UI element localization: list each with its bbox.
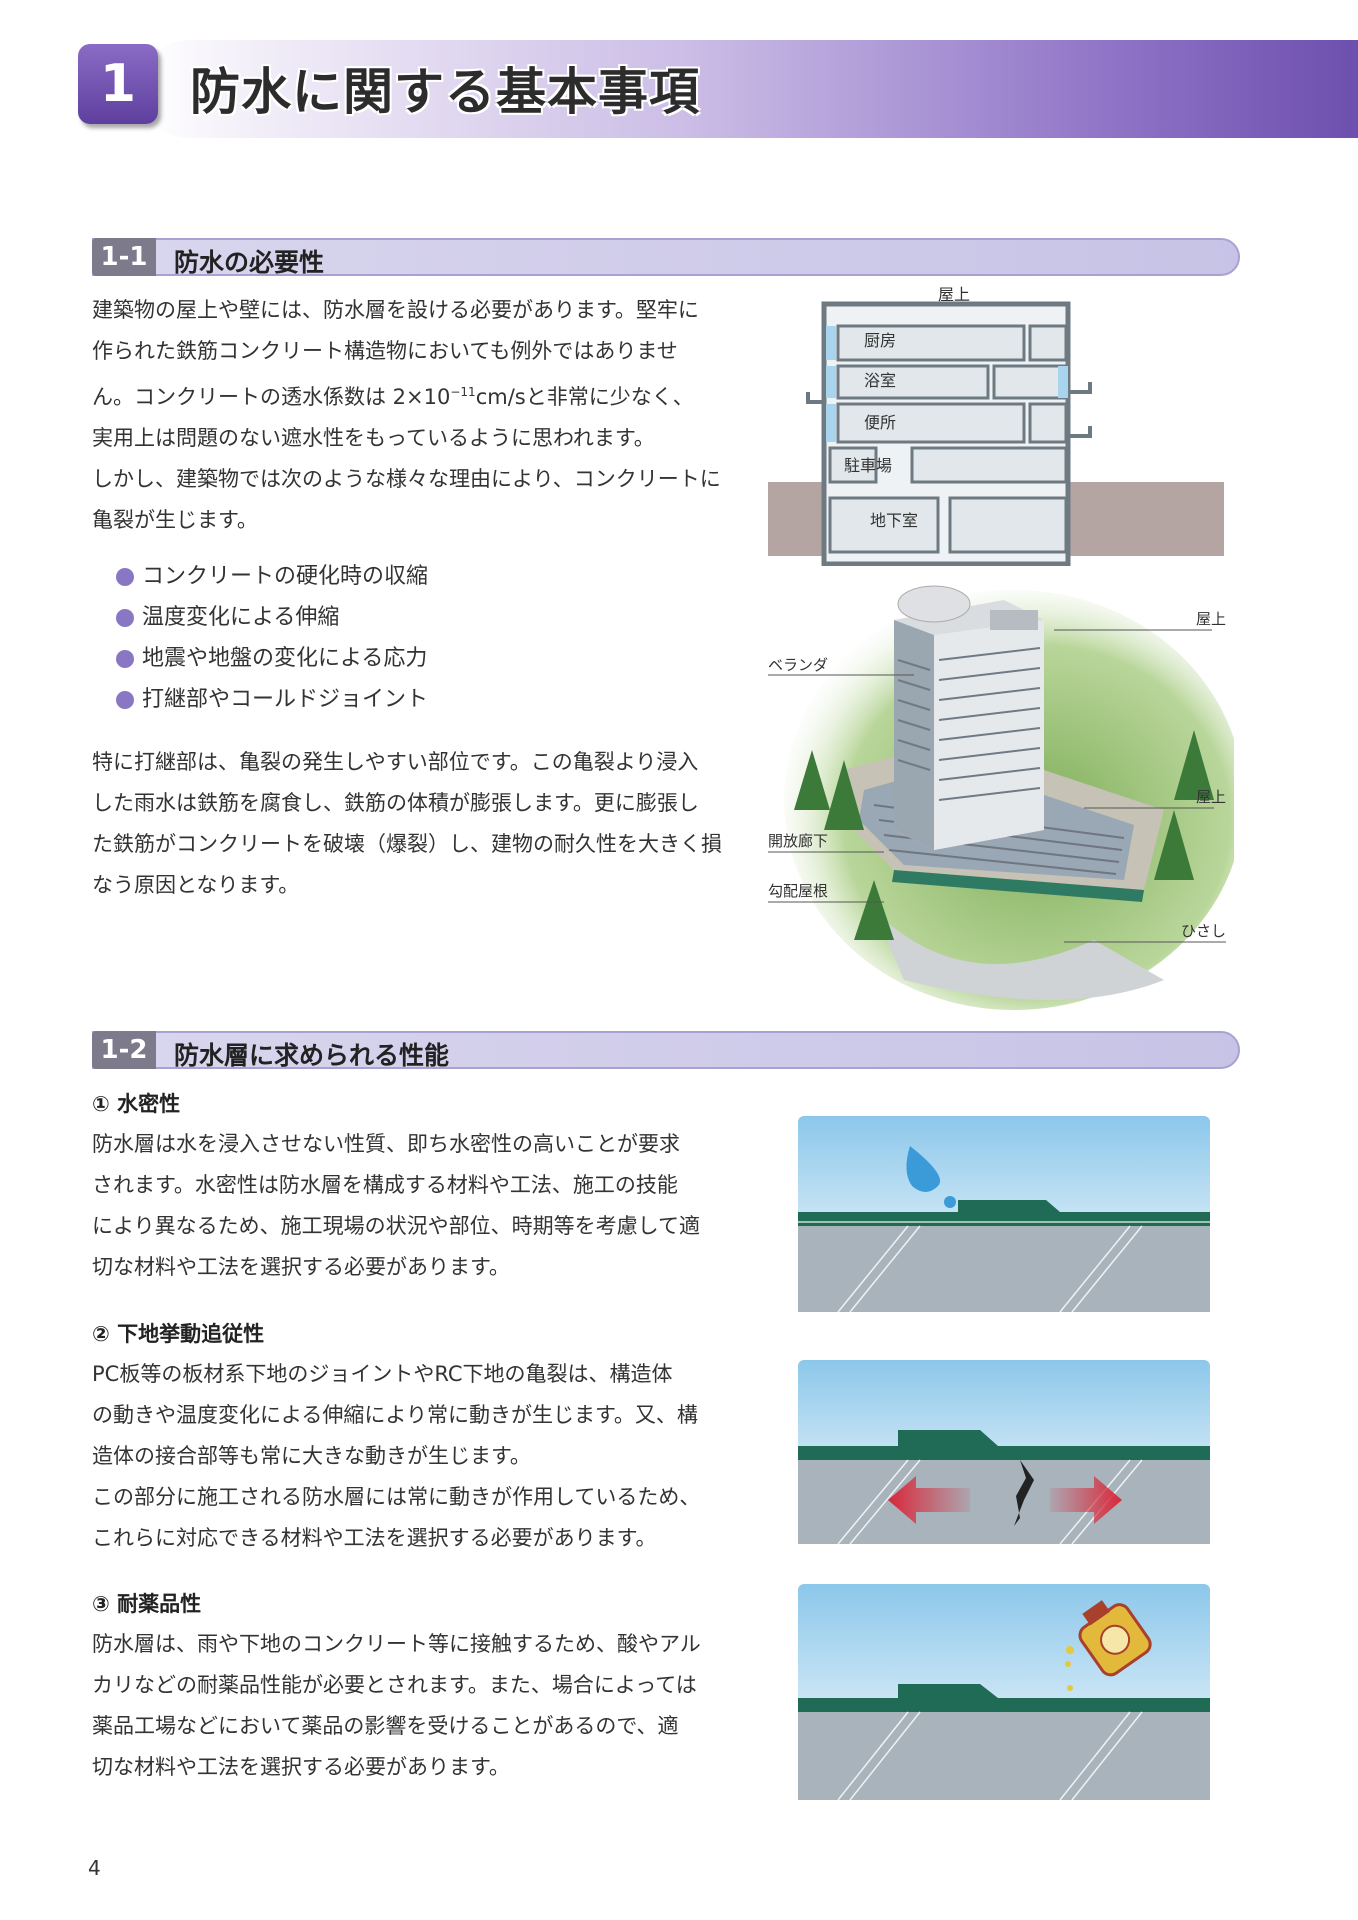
chapter-header-band	[140, 40, 1358, 138]
item-heading-watertightness: ① 水密性	[92, 1092, 181, 1116]
text-line: 作られた鉄筋コンクリート構造物においても例外ではありませ	[92, 339, 678, 363]
section-title-1-1: 防水の必要性	[174, 248, 325, 277]
text-line: の動きや温度変化による伸縮により常に動きが生じます。又、構	[92, 1403, 698, 1427]
text-line: 亀裂が生じます。	[92, 508, 258, 532]
section-number-1-2: 1-2	[92, 1031, 156, 1069]
water-drop-icon	[906, 1146, 941, 1192]
chapter-number-badge: 1	[78, 44, 158, 124]
building-illustration: 屋上 ベランダ 屋上 開放廊下 勾配屋根 ひさし	[768, 585, 1234, 1010]
exponent: −11	[450, 385, 476, 399]
bullet-dot-icon	[116, 691, 134, 709]
list-item: 温度変化による伸縮	[116, 597, 428, 638]
item-heading-substrate-movement: ② 下地挙動追従性	[92, 1322, 265, 1346]
list-item-label: 打継部やコールドジョイント	[142, 687, 429, 712]
text-line: しかし、建築物では次のような様々な理由により、コンクリートに	[92, 467, 721, 491]
section-1-1-paragraph-2: 特に打継部は、亀裂の発生しやすい部位です。この亀裂より浸入 した雨水は鉄筋を腐食…	[92, 742, 732, 906]
label-rooftop-mid: 屋上	[1196, 788, 1226, 806]
list-item: 打継部やコールドジョイント	[116, 679, 428, 720]
waterproof-membrane	[798, 1200, 1210, 1226]
text-line: 防水層は、雨や下地のコンクリート等に接触するため、酸やアル	[92, 1632, 701, 1656]
text-line: この部分に施工される防水層には常に動きが作用しているため、	[92, 1485, 701, 1509]
building-section-diagram: 屋上 厨房 浴室 便所 駐車場 地下室	[768, 286, 1224, 566]
chemical-resistance-illustration	[798, 1584, 1210, 1800]
arrow-left-icon	[888, 1476, 970, 1524]
label-open-corridor: 開放廊下	[768, 832, 828, 850]
text-line: PC板等の板材系下地のジョイントやRC下地の亀裂は、構造体	[92, 1362, 673, 1386]
section-title-1-2: 防水層に求められる性能	[174, 1041, 450, 1070]
crack-icon	[1014, 1460, 1034, 1526]
text-line: た鉄筋がコンクリートを破壊（爆裂）し、建物の耐久性を大きく損	[92, 832, 722, 856]
text-fragment: cm/sと非常に少なく、	[475, 385, 694, 409]
substrate-movement-illustration	[798, 1360, 1210, 1544]
text-line: 実用上は問題のない遮水性をもっているように思われます。	[92, 426, 655, 450]
text-fragment: ん。コンクリートの透水係数は 2×10	[92, 385, 451, 409]
waterproof-membrane	[798, 1684, 1210, 1712]
text-line: 建築物の屋上や壁には、防水層を設ける必要があります。堅牢に	[92, 298, 699, 322]
page-number: 4	[88, 1856, 101, 1880]
text-line: 造体の接合部等も常に大きな動きが生じます。	[92, 1444, 531, 1468]
item-text-substrate-movement: PC板等の板材系下地のジョイントやRC下地の亀裂は、構造体 の動きや温度変化によ…	[92, 1354, 732, 1559]
text-line: により異なるため、施工現場の状況や部位、時期等を考慮して適	[92, 1214, 700, 1238]
chemical-bottle-icon	[1078, 1600, 1152, 1677]
item-text-chemical-resistance: 防水層は、雨や下地のコンクリート等に接触するため、酸やアル カリなどの耐薬品性能…	[92, 1624, 732, 1788]
text-line: カリなどの耐薬品性能が必要とされます。また、場合によっては	[92, 1673, 697, 1697]
label-parking: 駐車場	[844, 456, 892, 475]
bullet-dot-icon	[116, 650, 134, 668]
chapter-title: 防水に関する基本事項	[190, 63, 700, 121]
waterproof-membrane	[798, 1430, 1210, 1460]
text-line: 防水層は水を浸入させない性質、即ち水密性の高いことが要求	[92, 1132, 680, 1156]
cause-list: コンクリートの硬化時の収縮 温度変化による伸縮 地震や地盤の変化による応力 打継…	[116, 556, 428, 720]
text-line: されます。水密性は防水層を構成する材料や工法、施工の技能	[92, 1173, 678, 1197]
item-text-watertightness: 防水層は水を浸入させない性質、即ち水密性の高いことが要求 されます。水密性は防水…	[92, 1124, 732, 1288]
bullet-dot-icon	[116, 568, 134, 586]
watertightness-illustration	[798, 1116, 1210, 1312]
list-item: コンクリートの硬化時の収縮	[116, 556, 428, 597]
text-line: 薬品工場などにおいて薬品の影響を受けることがあるので、適	[92, 1714, 679, 1738]
label-sloped-roof: 勾配屋根	[768, 882, 828, 900]
text-line: ん。コンクリートの透水係数は 2×10−11cm/sと非常に少なく、	[92, 372, 732, 418]
label-rooftop: 屋上	[938, 286, 970, 304]
section-bar-1-1	[92, 238, 1240, 276]
list-item: 地震や地盤の変化による応力	[116, 638, 428, 679]
bullet-dot-icon	[116, 609, 134, 627]
text-line: 特に打継部は、亀裂の発生しやすい部位です。この亀裂より浸入	[92, 750, 699, 774]
text-line: これらに対応できる材料や工法を選択する必要があります。	[92, 1526, 657, 1550]
label-kitchen: 厨房	[864, 331, 896, 350]
label-rooftop-top: 屋上	[1196, 610, 1226, 628]
section-number-1-1: 1-1	[92, 238, 156, 276]
section-bar-1-2	[92, 1031, 1240, 1069]
label-toilet: 便所	[864, 413, 896, 432]
text-line: した雨水は鉄筋を腐食し、鉄筋の体積が膨張します。更に膨張し	[92, 791, 699, 815]
list-item-label: コンクリートの硬化時の収縮	[142, 564, 429, 589]
text-line: なう原因となります。	[92, 873, 300, 897]
list-item-label: 地震や地盤の変化による応力	[142, 646, 428, 671]
item-heading-chemical-resistance: ③ 耐薬品性	[92, 1592, 202, 1616]
arrow-right-icon	[1050, 1476, 1122, 1524]
section-1-1-paragraph-1: 建築物の屋上や壁には、防水層を設ける必要があります。堅牢に 作られた鉄筋コンクリ…	[92, 290, 732, 541]
label-basement: 地下室	[870, 511, 918, 530]
list-item-label: 温度変化による伸縮	[142, 605, 340, 630]
label-canopy: ひさし	[1181, 922, 1226, 940]
text-line: 切な材料や工法を選択する必要があります。	[92, 1755, 510, 1779]
label-veranda: ベランダ	[768, 656, 828, 674]
label-bathroom: 浴室	[864, 371, 896, 390]
text-line: 切な材料や工法を選択する必要があります。	[92, 1255, 510, 1279]
